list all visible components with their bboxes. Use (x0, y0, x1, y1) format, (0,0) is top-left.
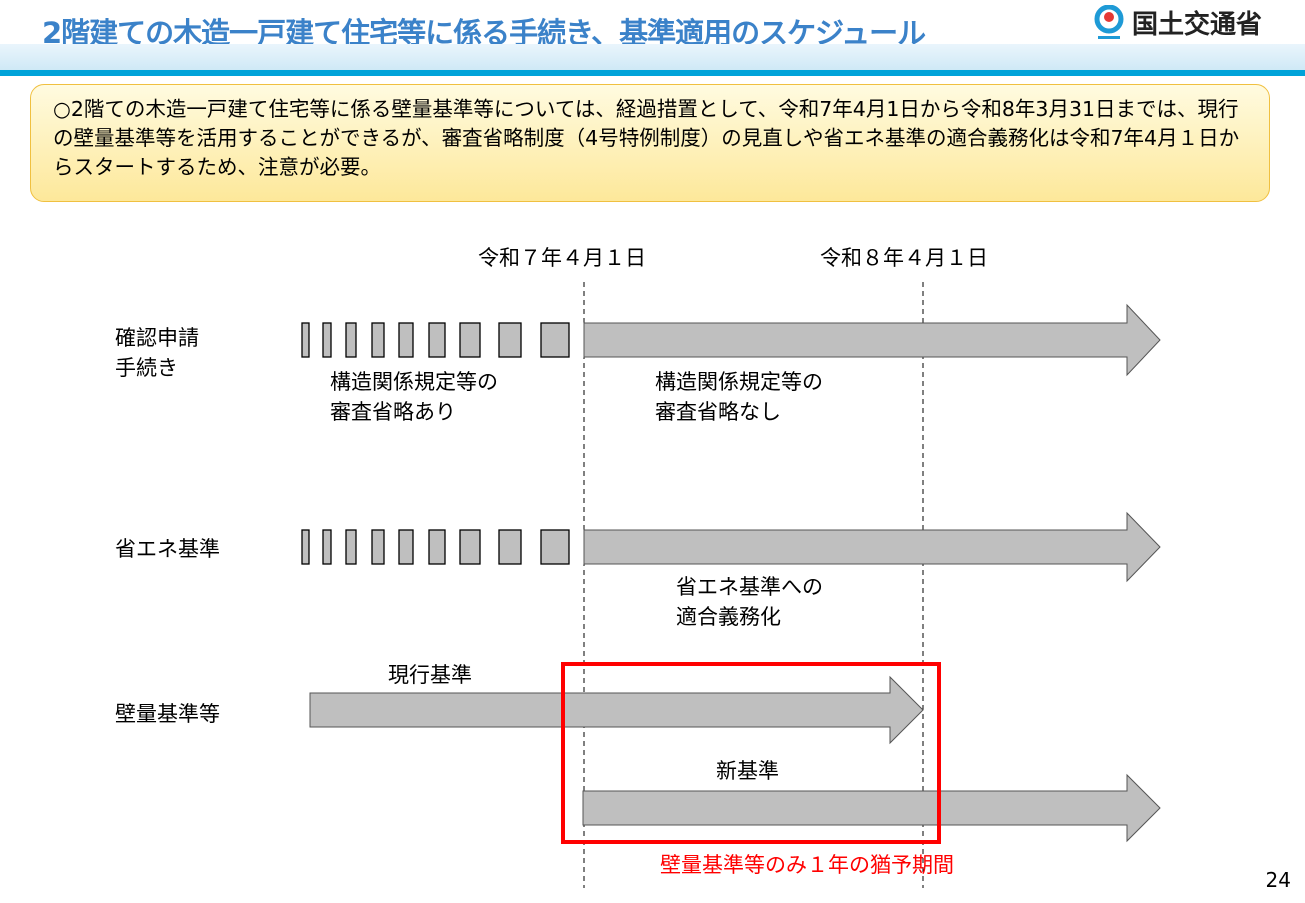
header-rule (0, 70, 1305, 76)
text-line: 審査省略なし (655, 400, 781, 424)
row-label-confirmation: 確認申請 手続き (115, 323, 199, 383)
energy-after-text: 省エネ基準への 適合義務化 (676, 572, 823, 632)
period-block (459, 529, 481, 565)
energy-arrow (583, 511, 1161, 583)
row-label-energy: 省エネ基準 (115, 537, 220, 561)
period-block (322, 529, 332, 565)
period-block (498, 322, 522, 358)
period-block (322, 322, 332, 358)
period-block (428, 322, 446, 358)
ministry-logo: 国土交通省 (1092, 4, 1262, 41)
omission-period-blocks (301, 322, 570, 358)
period-block (498, 529, 522, 565)
period-block (345, 529, 357, 565)
period-block (398, 529, 414, 565)
period-block (345, 322, 357, 358)
text-line: 審査省略あり (330, 400, 456, 424)
grace-period-highlight (561, 662, 941, 844)
date-label-r8: 令和８年４月１日 (820, 246, 988, 270)
confirmation-after-text: 構造関係規定等の 審査省略なし (655, 367, 823, 427)
row-label-line: 確認申請 (115, 326, 199, 350)
period-block (371, 529, 385, 565)
row-label-line: 手続き (115, 356, 178, 380)
confirmation-before-text: 構造関係規定等の 審査省略あり (330, 367, 498, 427)
grace-period-note: 壁量基準等のみ１年の猶予期間 (660, 853, 954, 877)
new-standard-arrow (582, 773, 1161, 843)
current-standard-label: 現行基準 (388, 663, 472, 687)
header-band (0, 44, 1305, 70)
text-line: 省エネ基準への (676, 575, 823, 599)
period-block (301, 529, 310, 565)
date-label-r7: 令和７年４月１日 (478, 246, 646, 270)
text-line: 適合義務化 (676, 605, 781, 629)
energy-pre-period-blocks (301, 529, 570, 565)
page-number: 24 (1265, 868, 1291, 892)
notice-box: ○2階ての木造一戸建て住宅等に係る壁量基準等については、経過措置として、令和7年… (30, 84, 1270, 202)
period-block (371, 322, 385, 358)
text-line: 構造関係規定等の (655, 370, 823, 394)
text-line: 構造関係規定等の (330, 370, 498, 394)
confirmation-arrow (583, 303, 1161, 377)
notice-text: ○2階ての木造一戸建て住宅等に係る壁量基準等については、経過措置として、令和7年… (53, 97, 1240, 179)
period-block (301, 322, 310, 358)
period-block (428, 529, 446, 565)
period-block (540, 322, 570, 358)
period-block (398, 322, 414, 358)
logo-text: 国土交通省 (1132, 10, 1263, 40)
new-standard-label: 新基準 (716, 759, 779, 783)
period-block (459, 322, 481, 358)
period-block (540, 529, 570, 565)
mlit-emblem-icon (1094, 4, 1124, 39)
current-standard-arrow (309, 675, 924, 745)
row-label-wall: 壁量基準等 (115, 702, 220, 726)
